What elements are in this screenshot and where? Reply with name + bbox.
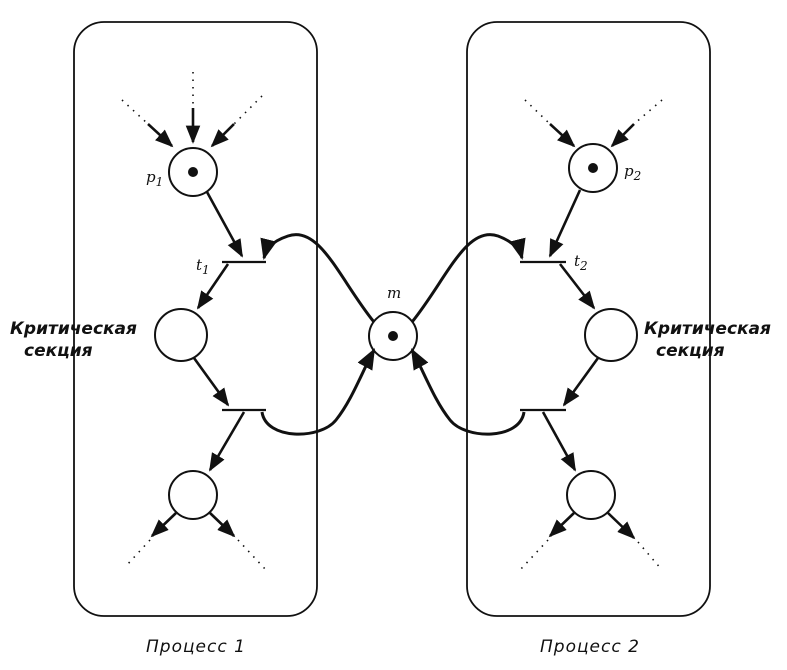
critical-section-label-right-line1: Критическая bbox=[644, 319, 771, 339]
arc-t2-to-cs2 bbox=[558, 263, 596, 310]
out1-dots-left bbox=[125, 539, 151, 567]
p1-incoming-arrow-right bbox=[210, 123, 235, 148]
label-m: m bbox=[387, 284, 401, 302]
arc-p2-to-t2 bbox=[548, 189, 582, 258]
label-p1: p1 bbox=[146, 168, 163, 189]
caption-process-1: Процесс 1 bbox=[146, 637, 246, 657]
label-t1: t1 bbox=[196, 256, 210, 277]
place-out-1 bbox=[168, 470, 218, 520]
out1-arrow-right bbox=[209, 512, 236, 538]
p1-incoming-arrow-left bbox=[147, 123, 174, 148]
critical-section-label-right-line2: секция bbox=[656, 341, 725, 361]
p1-incoming-dots-right bbox=[233, 95, 263, 125]
p2-incoming-arrow-left bbox=[549, 123, 576, 148]
p1-incoming-dots-left bbox=[121, 99, 149, 125]
out2-dots-left bbox=[519, 539, 549, 571]
arc-t1-to-cs1 bbox=[196, 263, 230, 310]
arc-m-to-t1 bbox=[260, 233, 376, 323]
arc-m-to-t2 bbox=[410, 233, 526, 323]
p2-incoming-dots-left bbox=[524, 99, 551, 125]
arc-cs2-to-t2-exit bbox=[562, 357, 600, 407]
arc-cs1-to-t1-exit bbox=[192, 357, 230, 407]
process-1-box bbox=[73, 21, 318, 617]
arc-p1-to-t1 bbox=[205, 191, 244, 258]
place-out-2 bbox=[566, 470, 616, 520]
critical-section-label-left-line1: Критическая bbox=[10, 319, 137, 339]
place-m-token bbox=[388, 331, 398, 341]
out2-arrow-right bbox=[607, 512, 636, 540]
p2-incoming-dots-right bbox=[633, 99, 663, 125]
label-t2: t2 bbox=[574, 252, 588, 273]
label-p2: p2 bbox=[624, 162, 641, 183]
p2-incoming-arrow-right bbox=[610, 123, 635, 148]
out1-arrow-left bbox=[150, 512, 177, 538]
arc-t1-exit-to-out1 bbox=[208, 411, 246, 472]
out1-dots-right bbox=[237, 539, 267, 571]
place-critical-section-1 bbox=[154, 308, 208, 362]
caption-process-2: Процесс 2 bbox=[540, 637, 640, 657]
place-p2-token bbox=[588, 163, 598, 173]
place-p1-token bbox=[188, 167, 198, 177]
critical-section-label-left-line2: секция bbox=[24, 341, 93, 361]
arc-exit2-to-m bbox=[410, 348, 526, 436]
process-2-box bbox=[466, 21, 711, 617]
arc-t2-exit-to-out2 bbox=[541, 411, 577, 472]
arc-exit1-to-m bbox=[260, 348, 376, 436]
place-critical-section-2 bbox=[584, 308, 638, 362]
out2-arrow-left bbox=[548, 512, 575, 538]
out2-dots-right bbox=[637, 541, 663, 571]
